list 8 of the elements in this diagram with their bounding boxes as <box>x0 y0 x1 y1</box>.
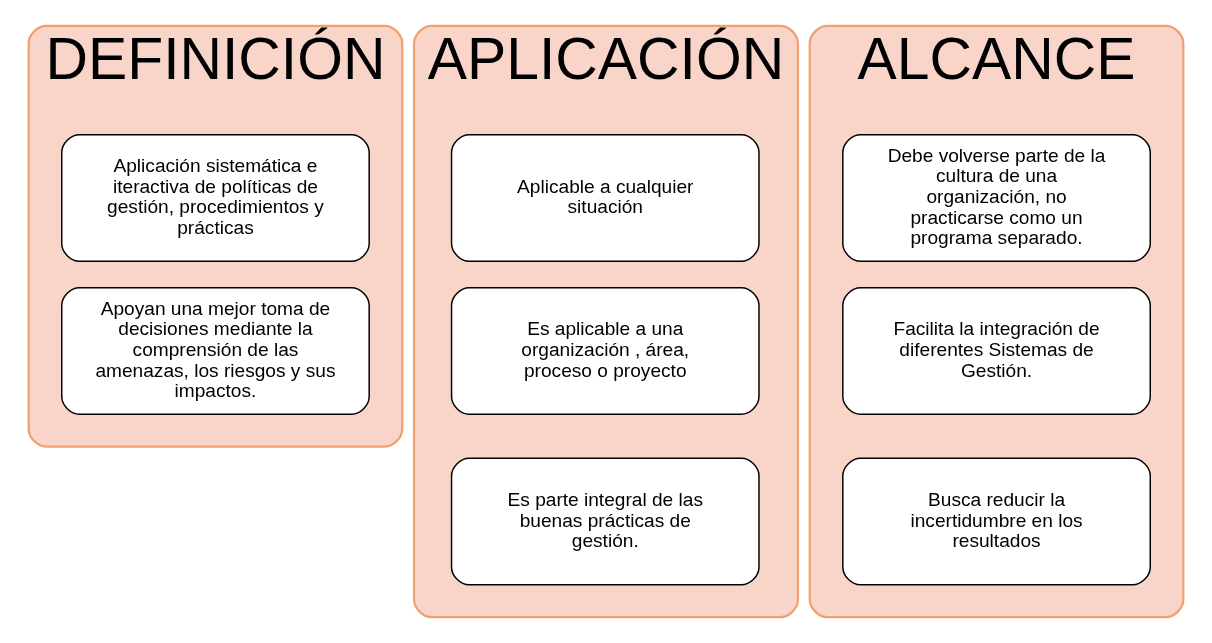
node-box: Busca reducir la incertidumbre en los resultados <box>842 457 1151 586</box>
node-box: Debe volverse parte de la cultura de una organización, no practicarse como un programa separado. <box>842 133 1151 262</box>
node-box: Es aplicable a una organización , área, proceso o proyecto <box>450 286 760 415</box>
node-box: Es parte integral de las buenas prácticas de gestión. <box>450 457 760 586</box>
node-box: Aplicación sistemática e iteractiva de políticas de gestión, procedimientos y prácticas <box>61 133 370 262</box>
node-box: Aplicable a cualquier situación <box>450 133 760 262</box>
node-box: Apoyan una mejor toma de decisiones mediante la comprensión de las amenazas, los riesgos y sus impactos. <box>61 286 370 415</box>
node-box: Facilita la integración de diferentes Sistemas de Gestión. <box>842 286 1151 415</box>
